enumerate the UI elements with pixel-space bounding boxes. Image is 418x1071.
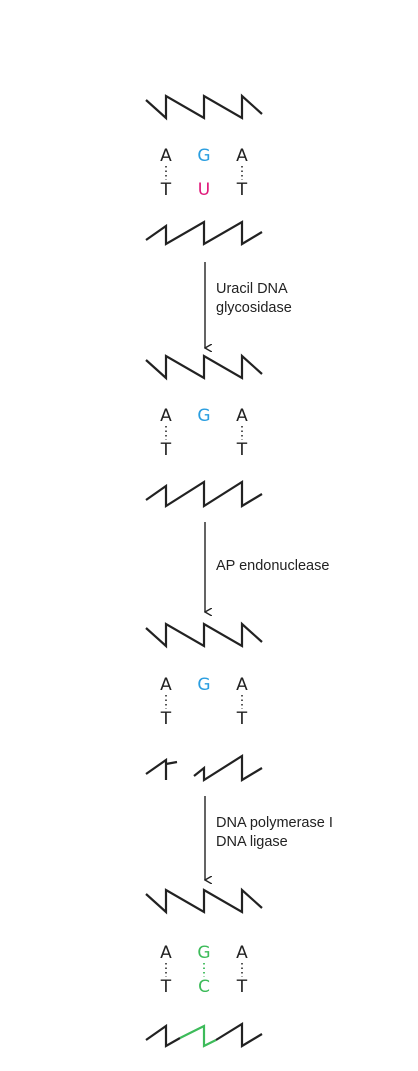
arrow-step-3: DNA polymerase I DNA ligase xyxy=(205,796,333,880)
top-strand xyxy=(145,93,263,121)
top-strand xyxy=(145,887,263,915)
bottom-base-t-right: T xyxy=(236,977,248,997)
step-1-uracil-mismatch: A G A T U T xyxy=(145,93,263,246)
top-base-a-right: A xyxy=(236,675,248,695)
top-base-g-middle: G xyxy=(197,146,210,166)
top-strand xyxy=(145,621,263,649)
bottom-base-c-new: C xyxy=(198,977,210,997)
bottom-base-t-right: T xyxy=(236,709,248,729)
top-base-a-right: A xyxy=(236,406,248,426)
top-base-a-left: A xyxy=(160,675,172,695)
top-base-g-middle: G xyxy=(197,943,210,963)
bottom-base-t-left: T xyxy=(160,709,172,729)
top-strand xyxy=(145,353,263,381)
bottom-strand xyxy=(145,220,263,246)
bottom-base-t-left: T xyxy=(160,440,172,460)
arrow-step-1: Uracil DNA glycosidase xyxy=(205,262,292,348)
bottom-strand-right-fragment xyxy=(193,754,263,782)
arrow-step-2: AP endonuclease xyxy=(205,522,329,612)
bottom-base-t-right: T xyxy=(236,180,248,200)
step-4-repaired: A G A T C T xyxy=(145,887,263,1048)
bottom-base-u-uracil: U xyxy=(198,180,210,200)
bottom-strand-repaired-segment xyxy=(179,1024,217,1048)
bottom-base-t-left: T xyxy=(160,180,172,200)
top-base-a-left: A xyxy=(160,146,172,166)
bottom-strand xyxy=(145,480,263,508)
bottom-base-t-left: T xyxy=(160,977,172,997)
top-base-g-middle: G xyxy=(197,675,210,695)
enzyme-label-dna-ligase: DNA ligase xyxy=(216,834,288,850)
top-base-a-right: A xyxy=(236,943,248,963)
bottom-base-t-right: T xyxy=(236,440,248,460)
top-base-a-left: A xyxy=(160,943,172,963)
bottom-strand-left xyxy=(145,1023,181,1048)
top-base-a-right: A xyxy=(236,146,248,166)
bottom-strand-right xyxy=(215,1022,263,1048)
top-base-a-left: A xyxy=(160,406,172,426)
bottom-strand-left-fragment xyxy=(145,757,178,780)
step-2-abasic-site: A G A T T xyxy=(145,353,263,508)
enzyme-label-uracil-dna-glycosidase-line2: glycosidase xyxy=(216,300,292,316)
step-3-backbone-nicked: A G A T T xyxy=(145,621,263,782)
top-base-g-middle: G xyxy=(197,406,210,426)
enzyme-label-dna-polymerase-i: DNA polymerase I xyxy=(216,815,333,831)
enzyme-label-uracil-dna-glycosidase: Uracil DNA xyxy=(216,281,288,297)
enzyme-label-ap-endonuclease: AP endonuclease xyxy=(216,558,329,574)
